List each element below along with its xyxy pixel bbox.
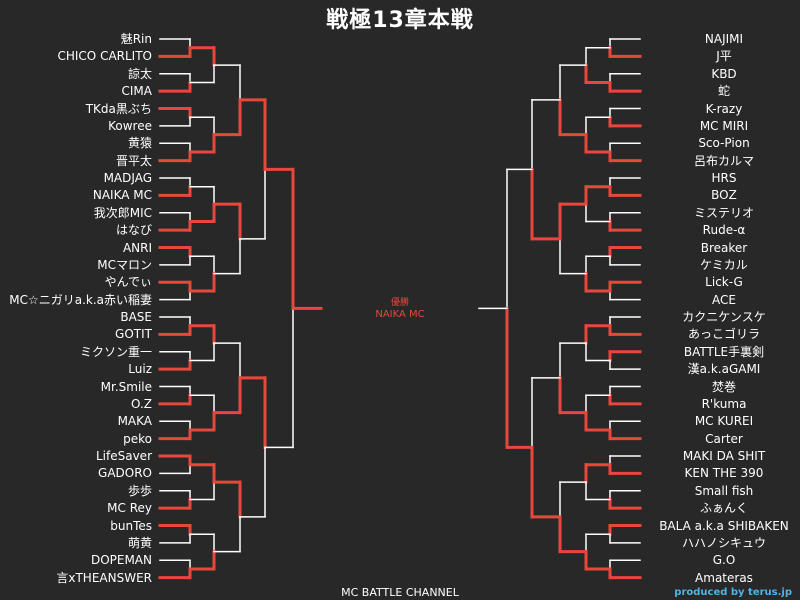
left-player-name: 萌黄 [127, 535, 152, 550]
right-player-name: あっこゴリラ [687, 327, 760, 342]
right-player-name: ハハノシキュウ [681, 535, 766, 550]
left-player-name: GADORO [98, 466, 152, 481]
credit-link[interactable]: produced by terus.jp [674, 587, 792, 598]
right-player-name: G.O [712, 553, 736, 568]
right-player-name: BOZ [711, 188, 737, 203]
left-player-name: 我次郎MIC [93, 205, 152, 220]
left-player-name: Kowree [108, 118, 152, 133]
right-player-name: ミステリオ [693, 205, 754, 220]
left-player-name: Luiz [128, 362, 152, 377]
left-player-name: CIMA [121, 84, 152, 99]
left-player-name: O.Z [131, 396, 152, 411]
left-player-name: 歩歩 [127, 483, 152, 498]
left-player-name: 晋平太 [115, 153, 152, 168]
right-player-name: ACE [712, 292, 736, 307]
left-player-name: MADJAG [103, 171, 152, 185]
left-player-name: LifeSaver [95, 449, 152, 463]
right-player-name: Rude-α [702, 223, 746, 238]
left-player-name: はなび [115, 223, 152, 238]
footer-channel: MC BATTLE CHANNEL [341, 586, 459, 599]
left-player-name: 諒太 [127, 66, 152, 81]
right-player-name: KEN THE 390 [684, 466, 764, 481]
left-player-name: ANRI [122, 240, 152, 255]
right-player-name: カクニケンスケ [682, 310, 766, 324]
left-player-name: ミクソン重一 [79, 344, 152, 359]
left-player-name: MAKA [117, 414, 152, 429]
left-player-name: MC☆ニガリa.k.a赤い稲妻 [9, 292, 152, 307]
right-player-name: 焚巻 [711, 379, 736, 394]
right-player-name: J平 [716, 49, 732, 64]
left-player-name: 言xTHEANSWER [56, 570, 152, 585]
left-player-name: peko [123, 431, 152, 446]
right-player-name: Breaker [700, 240, 748, 255]
right-player-name: K-razy [705, 101, 743, 116]
right-player-name: 漢a.k.aGAMI [687, 362, 761, 377]
left-player-name: TKda黒ぶち [85, 101, 152, 116]
left-player-name: 魅Rin [120, 32, 152, 46]
left-player-name: MCマロン [97, 257, 152, 272]
right-player-name: NAJIMI [704, 32, 744, 46]
right-player-name: MC KUREI [694, 414, 754, 429]
champion-label: 優勝 [390, 298, 409, 308]
right-player-name: 呂布カルマ [693, 153, 754, 168]
left-player-name: BASE [120, 310, 152, 324]
left-player-name: bunTes [110, 518, 152, 533]
right-player-name: HRS [711, 171, 737, 185]
right-player-name: Small fish [694, 483, 754, 498]
right-player-name: Carter [705, 431, 743, 446]
left-player-name: NAIKA MC [92, 188, 152, 203]
left-player-name: DOPEMAN [90, 553, 152, 568]
left-player-name: GOTIT [115, 327, 152, 342]
right-player-name: R'kuma [701, 396, 747, 411]
right-player-name: KBD [711, 66, 737, 81]
left-player-name: Mr.Smile [100, 379, 152, 394]
right-player-name: 蛇 [717, 84, 730, 99]
right-player-name: Sco-Pion [698, 136, 750, 151]
right-player-name: Lick-G [705, 275, 743, 290]
champion-name: NAIKA MC [375, 309, 425, 320]
right-player-name: Amateras [695, 570, 753, 585]
right-player-name: BATTLE手裏剣 [683, 344, 765, 359]
right-player-name: ケミカル [700, 257, 748, 272]
right-player-name: MAKI DA SHIT [682, 449, 766, 463]
right-player-name: BALA a.k.a SHIBAKEN [659, 518, 789, 533]
left-player-name: やんでぃ [104, 275, 152, 290]
right-player-name: MC MIRI [699, 118, 749, 133]
right-player-name: ふぁんく [699, 501, 748, 516]
page-title: 戦極13章本戦 [326, 8, 474, 33]
left-player-name: 黄猿 [127, 136, 152, 151]
left-player-name: CHICO CARLITO [57, 49, 152, 64]
left-player-name: MC Rey [107, 501, 152, 516]
